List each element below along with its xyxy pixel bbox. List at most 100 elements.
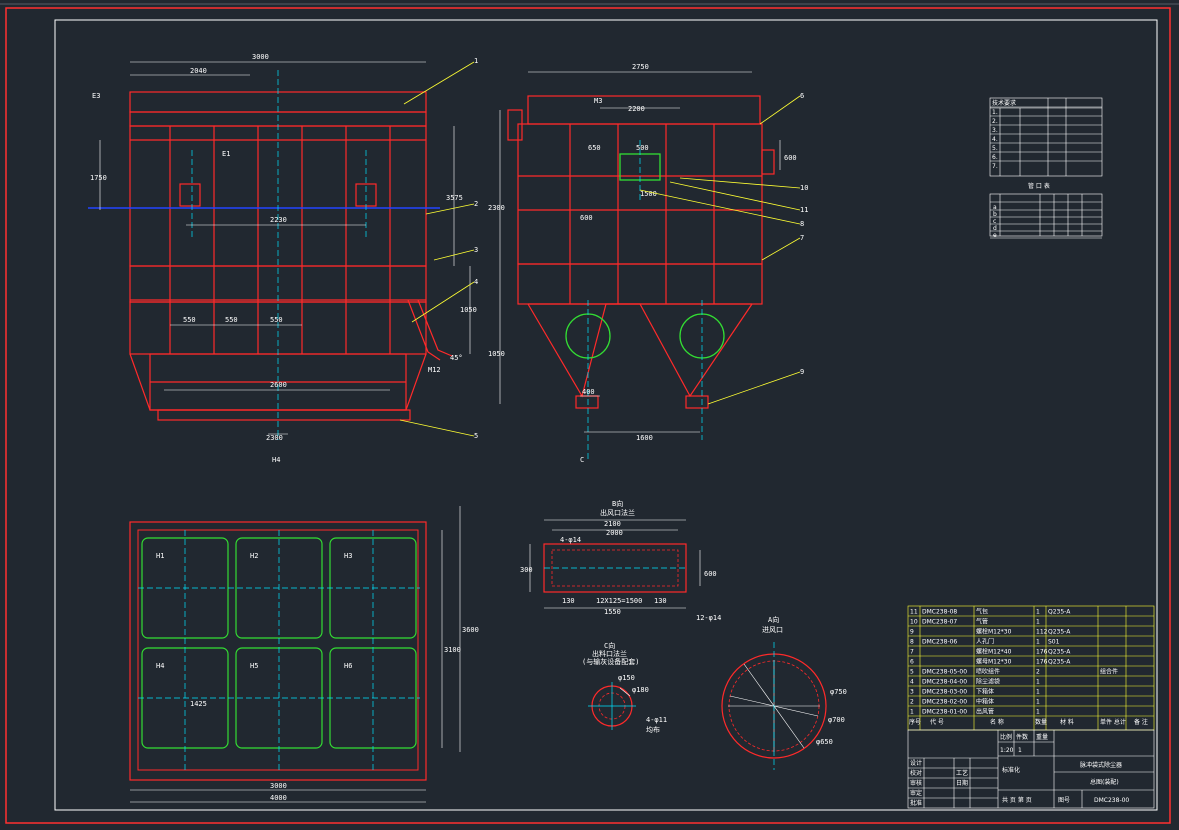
detail-c-tag: 4-φ11 bbox=[646, 716, 667, 724]
orifice-table-title: 管 口 表 bbox=[1028, 182, 1050, 190]
part-qty: 1 bbox=[1036, 679, 1040, 686]
inner-border bbox=[54, 19, 1158, 811]
callout-1: 1 bbox=[474, 57, 478, 65]
title-block bbox=[907, 729, 1155, 809]
part-qty: 1 bbox=[1036, 639, 1040, 646]
plan-cell-h2: H2 bbox=[250, 552, 258, 560]
tb-mark: 图号 bbox=[1058, 797, 1070, 804]
front-dim-5: 550 bbox=[225, 316, 238, 324]
part-qty: 176 bbox=[1036, 649, 1048, 656]
tb-designer-row: 校对 bbox=[910, 769, 922, 777]
plan-view bbox=[129, 506, 461, 803]
notes-row: 6. bbox=[992, 154, 998, 161]
tb-scale-label: 比例 bbox=[1000, 733, 1012, 741]
part-qty: 1 bbox=[1036, 609, 1040, 616]
part-qty: 2 bbox=[1036, 669, 1040, 676]
part-code: DMC238-08 bbox=[922, 609, 957, 616]
part-code: DMC238-03-00 bbox=[922, 689, 967, 696]
detail-a-dim-2: φ700 bbox=[828, 716, 845, 724]
part-name: 气包 bbox=[976, 608, 988, 616]
part-no: 11 bbox=[910, 609, 918, 616]
side-dim-7: 1500 bbox=[640, 190, 657, 198]
notes-table bbox=[989, 97, 1103, 177]
detail-a-dim-1: φ750 bbox=[830, 688, 847, 696]
detail-b-tag: 12-φ14 bbox=[696, 614, 721, 622]
detail-b-dim-6: 130 bbox=[562, 597, 575, 605]
part-name: 螺母M12*30 bbox=[976, 658, 1012, 666]
detail-b-dim-8: 130 bbox=[654, 597, 667, 605]
callout-7: 7 bbox=[800, 234, 804, 242]
callout-9: 9 bbox=[800, 368, 804, 376]
front-dim-1: 3000 bbox=[252, 53, 269, 61]
part-no: 8 bbox=[910, 639, 914, 646]
front-side-dim-2: 3575 bbox=[446, 194, 463, 202]
tb-weight-label: 重量 bbox=[1036, 733, 1048, 741]
detail-c-dim-2: φ180 bbox=[632, 686, 649, 694]
detail-a-subtitle: 进风口 bbox=[762, 626, 783, 634]
part-no: 9 bbox=[910, 629, 914, 636]
front-label-e3: E3 bbox=[92, 92, 100, 100]
tb-designer-row: 审定 bbox=[910, 789, 922, 797]
side-side-dim-1: 2300 bbox=[488, 204, 505, 212]
tb-designer-row: 设计 bbox=[910, 759, 922, 767]
detail-b-dim-2: 2000 bbox=[606, 529, 623, 537]
part-no: 10 bbox=[910, 619, 918, 626]
callout-11: 11 bbox=[800, 206, 808, 214]
orifice-table bbox=[989, 193, 1103, 237]
front-label-e1: E1 bbox=[222, 150, 230, 158]
front-misc: M12 bbox=[428, 366, 441, 374]
part-no: 1 bbox=[910, 709, 914, 716]
part-qty: 1 bbox=[1036, 699, 1040, 706]
tb-col2-row: 工艺 bbox=[956, 769, 968, 777]
detail-b bbox=[529, 519, 701, 609]
detail-c-subtitle: 出料口法兰 bbox=[592, 649, 627, 658]
front-dim-4: 550 bbox=[183, 316, 196, 324]
tb-sheet-info: 共 页 第 页 bbox=[1002, 796, 1032, 804]
detail-c-note: (与输灰设备配套) bbox=[582, 657, 639, 666]
tb-col2-0: 标准化 bbox=[1002, 766, 1020, 774]
notes-row: 3. bbox=[992, 127, 998, 134]
part-material: S01 bbox=[1048, 639, 1060, 646]
detail-c-dim-1: φ150 bbox=[618, 674, 635, 682]
detail-b-dim-7: 12X125=1500 bbox=[596, 597, 642, 605]
orifice-row: b bbox=[993, 211, 997, 218]
part-name: 出风管 bbox=[976, 708, 994, 716]
part-material: Q235-A bbox=[1048, 609, 1071, 616]
side-dim-2: 2200 bbox=[628, 105, 645, 113]
part-name: 下箱体 bbox=[976, 688, 994, 696]
callout-6: 6 bbox=[800, 92, 804, 100]
front-side-dim-3: 1050 bbox=[460, 306, 477, 314]
tb-drawing-no: DMC238-00 bbox=[1094, 797, 1129, 804]
tb-company: 脉冲袋式除尘器 bbox=[1080, 761, 1122, 769]
part-header-no: 序号 bbox=[909, 718, 921, 726]
detail-b-dim-4: 300 bbox=[520, 566, 533, 574]
tb-sheet-label: 件数 bbox=[1016, 733, 1028, 741]
orifice-row: a bbox=[993, 204, 997, 211]
front-dim-2: 2040 bbox=[190, 67, 207, 75]
part-name: 喷吹组件 bbox=[976, 668, 1000, 676]
part-name: 除尘滤袋 bbox=[976, 678, 1000, 686]
detail-a-dim-3: φ650 bbox=[816, 738, 833, 746]
detail-b-title: B向 bbox=[612, 499, 623, 508]
part-code: DMC238-02-00 bbox=[922, 699, 967, 706]
detail-b-dim-3: 1550 bbox=[604, 608, 621, 616]
side-dim-6: 600 bbox=[580, 214, 593, 222]
plan-dim-1: 3000 bbox=[270, 782, 287, 790]
front-dim-3: 2230 bbox=[270, 216, 287, 224]
part-name: 螺栓M12*30 bbox=[976, 628, 1012, 636]
detail-b-dim-1: 2100 bbox=[604, 520, 621, 528]
part-code: DMC238-05-00 bbox=[922, 669, 967, 676]
part-name: 中箱体 bbox=[976, 698, 994, 706]
plan-cell-h3: H3 bbox=[344, 552, 352, 560]
plan-dim-3: 1425 bbox=[190, 700, 207, 708]
part-header-note: 备 注 bbox=[1134, 718, 1148, 726]
part-no: 3 bbox=[910, 689, 914, 696]
callout-2: 2 bbox=[474, 200, 478, 208]
notes-row: 技术要求 bbox=[992, 99, 1016, 107]
side-dim-8: 400 bbox=[582, 388, 595, 396]
side-dim-4: 650 bbox=[588, 144, 601, 152]
notes-row: 7. bbox=[992, 163, 998, 170]
tb-designer-row: 批准 bbox=[910, 799, 922, 807]
